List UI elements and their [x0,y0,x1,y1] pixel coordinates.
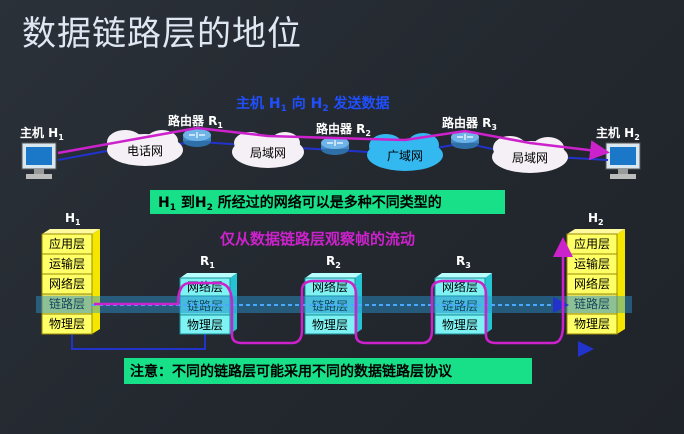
frame-flow-arrow [94,237,573,345]
h2-layer-physical [566,313,618,335]
data-flow-arrow-top [57,126,610,161]
bottom-note: 注意：不同的链路层可能采用不同的数据链路层协议 [130,363,453,380]
network-label-lan-1: 局域网 [250,146,286,160]
magenta-note: 仅从数据链路层观察帧的流动 [219,230,415,248]
network-label-wan: 广域网 [387,149,423,163]
r1-layer-network-label: 网络层 [187,279,223,294]
top-note: 主机 H1 向 H2 发送数据 [236,95,389,114]
green-banner-text: H1 到H2 所经过的网络可以是多种不同类型的 [158,194,442,213]
h1-layer-physical-label: 物理层 [49,317,85,331]
h1-layer-link-label: 链路层 [49,296,85,311]
router-r1-icon [183,129,211,147]
h1-layer-physical [41,313,93,335]
stack-h2-label: H2 [588,211,604,227]
router-r2-label: 路由器 R2 [316,121,371,138]
r3-layer-physical-label: 物理层 [442,318,478,332]
router-stack-r2 [304,273,362,335]
h1-layer-network-label: 网络层 [49,276,85,291]
r2-layer-network-label: 网络层 [312,279,348,294]
h1-layer-application-label: 应用层 [49,236,85,251]
page-title: 数据链路层的地位 [22,14,302,54]
h2-layer-network-label: 网络层 [574,276,610,291]
network-label-phone: 电话网 [127,144,163,158]
host-h2-computer-icon [605,142,641,179]
bottom-physical-link [71,334,206,350]
r2-layer-physical-label: 物理层 [312,318,348,332]
host-h2-label: 主机 H2 [596,125,640,142]
h1-layer-transport-label: 运输层 [49,256,85,271]
h2-layer-transport-label: 运输层 [574,256,610,271]
host-h1-computer-icon [21,142,57,179]
router-r1-label: 路由器 R1 [168,113,223,130]
h2-layer-link-label: 链路层 [574,296,610,311]
host-h1-stack [41,229,100,335]
r3-layer-network-label: 网络层 [442,279,478,294]
host-h1-label: 主机 H1 [20,125,64,142]
r1-layer-physical-label: 物理层 [187,318,223,332]
green-banner-box [150,190,505,214]
router-r2-icon [321,137,349,155]
router-r3-icon [451,131,479,149]
router-stack-r2-label: R2 [326,254,341,270]
stack-h1-label: H1 [65,211,81,227]
router-stack-r1-label: R1 [200,254,215,270]
router-r3-label: 路由器 R3 [442,115,497,132]
bottom-note-box [124,358,532,384]
router-stack-r3-label: R3 [456,254,471,270]
network-label-lan-2: 局域网 [512,151,548,165]
h2-layer-physical-label: 物理层 [574,317,610,331]
host-h2-stack [566,229,625,335]
h2-layer-application-label: 应用层 [574,236,610,251]
